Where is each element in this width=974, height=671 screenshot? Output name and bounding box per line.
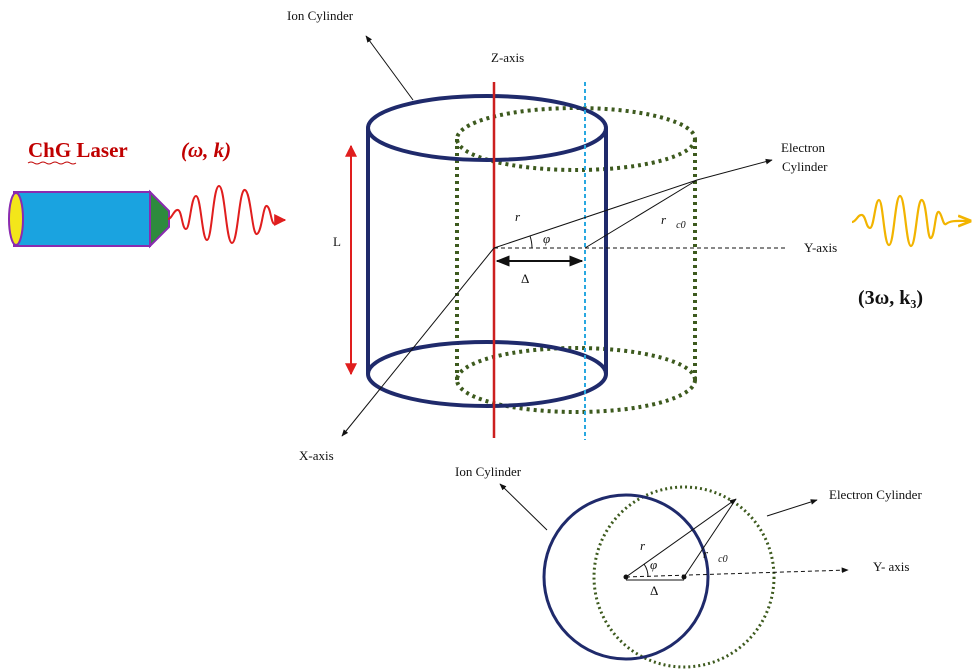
ion-cylinder-label: Ion Cylinder [287, 8, 354, 23]
rc0-vector [584, 179, 698, 249]
cs-phi-arc [643, 563, 649, 578]
output-wave [851, 194, 970, 248]
x-axis-label: X-axis [299, 448, 334, 463]
cs-y-axis-line [625, 567, 849, 578]
phi-label: φ [543, 231, 550, 246]
cs-electron-pointer [766, 499, 818, 517]
cs-y-axis-label: Y- axis [873, 559, 909, 574]
electron-circle [592, 485, 776, 669]
electron-center-dot [681, 574, 687, 580]
cross-section-view: Ion Cylinder Electron Cylinder Y- axis r… [455, 464, 922, 669]
cs-phi-label: φ [650, 557, 657, 572]
ion-cylinder-top [366, 94, 608, 162]
length-label: L [333, 234, 341, 249]
x-axis-line [341, 247, 495, 437]
y-axis-label: Y-axis [804, 240, 837, 255]
incident-wave [167, 184, 287, 245]
electron-cylinder-label-line1: Electron [781, 140, 826, 155]
r-vector [493, 179, 698, 249]
ion-cylinder-bottom [366, 340, 608, 408]
cs-rc0-sub: c0 [718, 554, 727, 565]
cs-ion-label: Ion Cylinder [455, 464, 522, 479]
rc0-vector-label: r⃗c0 [661, 212, 686, 231]
laser-params: (ω, k) [181, 138, 231, 162]
electron-cylinder-label-line2: Cylinder [782, 159, 828, 174]
laser-body [13, 191, 151, 247]
rc0-sub: c0 [676, 220, 685, 231]
laser-source: ChG Laser (ω, k) [8, 138, 287, 249]
cs-rc0-label: r⃗c0 [703, 546, 728, 565]
laser-end-cap [8, 192, 24, 246]
r-vector-label: r⃗ [515, 209, 530, 224]
laser-name-underline [27, 161, 77, 165]
laser-name: ChG Laser [28, 138, 128, 162]
ion-circle [542, 493, 710, 661]
ion-cylinder [366, 94, 608, 408]
electron-pointer [696, 158, 773, 181]
phi-arc [529, 235, 533, 249]
ion-pointer [365, 35, 414, 101]
cs-electron-label: Electron Cylinder [829, 487, 922, 502]
cs-r-label: r⃗ [640, 538, 655, 553]
output-params: (3ω, k₃) [858, 287, 923, 309]
output-wave-group: (3ω, k₃) [851, 194, 970, 309]
cs-rc0-main: r⃗ [703, 546, 718, 561]
electron-cylinder-bottom [455, 346, 697, 414]
electron-cylinder [455, 106, 697, 414]
delta-label: Δ [521, 271, 529, 286]
rc0-main: r⃗ [661, 212, 676, 227]
cs-ion-pointer [499, 483, 548, 531]
cs-rc0-vector [683, 498, 737, 578]
cs-delta-label: Δ [650, 583, 658, 598]
cylinder-3d-view: Ion Cylinder Z-axis Electron Cylinder Y-… [287, 8, 837, 463]
laser-tip [149, 189, 170, 249]
z-axis-label: Z-axis [491, 50, 524, 65]
ion-center-dot [623, 574, 629, 580]
